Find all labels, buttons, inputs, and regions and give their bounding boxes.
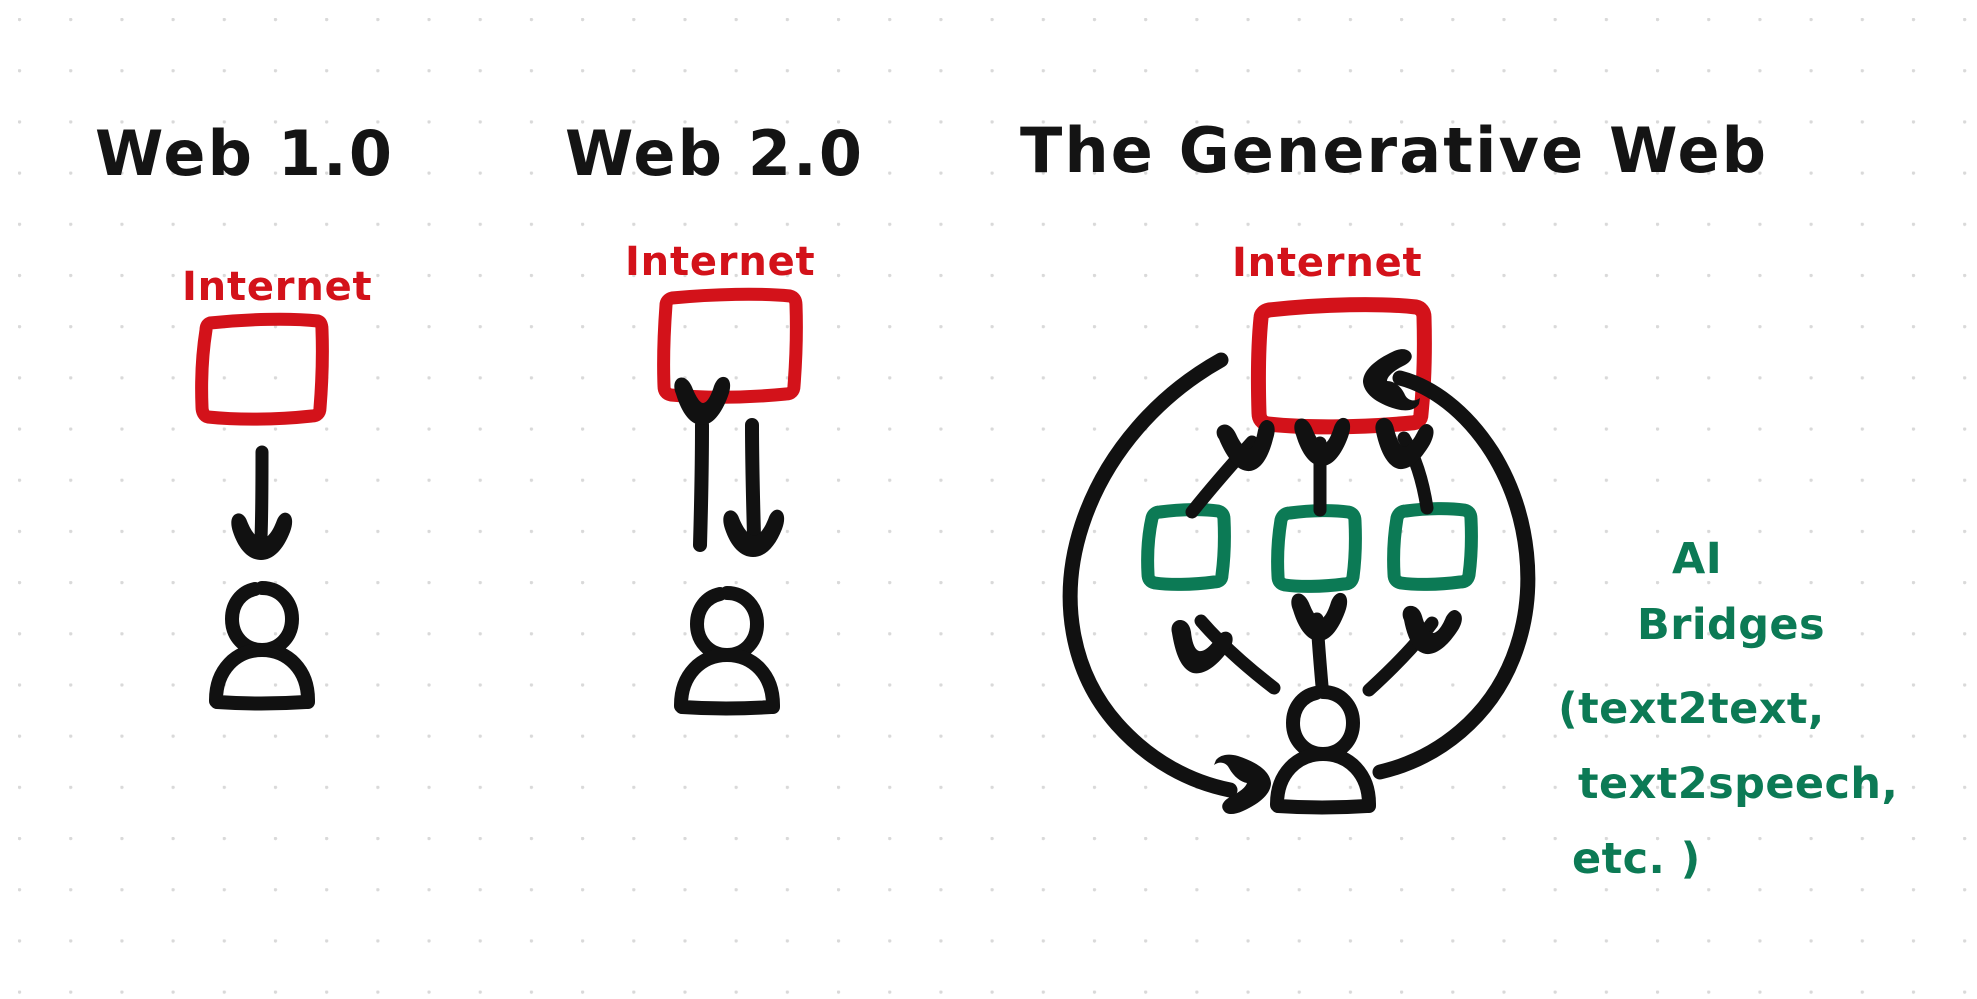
ai-bridges-line-1: AI bbox=[1672, 534, 1722, 584]
arrow-bridge-center-to-internet bbox=[1294, 417, 1351, 517]
panel-web2-title: Web 2.0 bbox=[565, 117, 864, 190]
web2-person-head bbox=[690, 586, 764, 662]
arc-right-shaft bbox=[1372, 370, 1536, 780]
arrow-person-right-head bbox=[1402, 605, 1462, 655]
arc-left-head bbox=[1214, 754, 1271, 814]
arrow-bridge-left-head bbox=[1216, 420, 1275, 472]
arc-right-head bbox=[1363, 349, 1420, 411]
ai-bridges-line-2: Bridges bbox=[1637, 600, 1825, 650]
panel-generative: The Generative Web Internet bbox=[1020, 114, 1768, 815]
generative-person bbox=[1270, 685, 1376, 815]
arrow-person-to-bridge-right bbox=[1362, 605, 1462, 697]
panel-generative-internet-label: Internet bbox=[1232, 240, 1422, 286]
arrow-bridge-right-shaft bbox=[1397, 431, 1434, 515]
panel-web1: Web 1.0 Internet bbox=[95, 117, 394, 711]
web2-arrow-person-to-internet bbox=[674, 376, 731, 552]
panel-web2-internet-label: Internet bbox=[625, 239, 815, 285]
web1-internet-box bbox=[195, 312, 329, 426]
generative-internet-box bbox=[1250, 297, 1432, 435]
bridge-box-center bbox=[1271, 504, 1362, 593]
web1-arrow-shaft bbox=[254, 445, 269, 545]
generative-person-body bbox=[1270, 747, 1376, 815]
ai-bridges-line-3: (text2text, bbox=[1558, 684, 1825, 734]
arc-internet-to-person-left bbox=[1062, 352, 1271, 814]
web1-person-head bbox=[225, 581, 299, 657]
bridge-box-right bbox=[1387, 502, 1478, 591]
web1-arrow-internet-to-person bbox=[231, 445, 293, 560]
panel-web1-title: Web 1.0 bbox=[95, 117, 394, 190]
arc-left-shaft bbox=[1062, 352, 1238, 798]
web2-up-arrow-head bbox=[674, 376, 731, 425]
generative-person-head bbox=[1286, 685, 1360, 761]
arrow-person-left-shaft bbox=[1194, 614, 1281, 695]
panel-web2: Web 2.0 Internet bbox=[565, 117, 864, 716]
arrow-person-left-head bbox=[1171, 620, 1233, 674]
arrow-person-to-bridge-left bbox=[1171, 614, 1281, 695]
arrow-bridge-right-to-internet bbox=[1375, 417, 1434, 515]
arrow-bridge-left-to-internet bbox=[1185, 420, 1275, 519]
web2-up-arrow-shaft bbox=[693, 418, 709, 552]
ai-bridges-line-5: etc. ) bbox=[1572, 834, 1701, 884]
web1-person-body bbox=[209, 643, 315, 711]
web2-down-arrow-head bbox=[723, 509, 785, 557]
web1-person bbox=[209, 581, 315, 711]
web2-internet-box bbox=[657, 287, 803, 404]
ai-bridges-line-4: text2speech, bbox=[1578, 759, 1898, 809]
web2-person bbox=[674, 586, 780, 716]
web2-down-arrow-shaft bbox=[745, 418, 761, 543]
arrow-bridge-center-head bbox=[1294, 417, 1351, 466]
arrow-person-center-head bbox=[1291, 592, 1348, 641]
ai-bridges-note: AI Bridges (text2text, text2speech, etc.… bbox=[1558, 534, 1898, 884]
web1-arrow-head bbox=[231, 512, 293, 560]
web2-arrow-internet-to-person bbox=[723, 418, 785, 557]
web2-person-body bbox=[674, 648, 780, 716]
panel-generative-title: The Generative Web bbox=[1020, 114, 1768, 187]
arrow-bridge-right-head bbox=[1375, 417, 1434, 470]
panel-web1-internet-label: Internet bbox=[182, 264, 372, 310]
arrow-person-to-bridge-center bbox=[1291, 592, 1348, 693]
arrow-bridge-left-shaft bbox=[1185, 435, 1259, 519]
bridge-box-left bbox=[1141, 503, 1231, 591]
arc-person-to-internet-right bbox=[1363, 349, 1536, 780]
